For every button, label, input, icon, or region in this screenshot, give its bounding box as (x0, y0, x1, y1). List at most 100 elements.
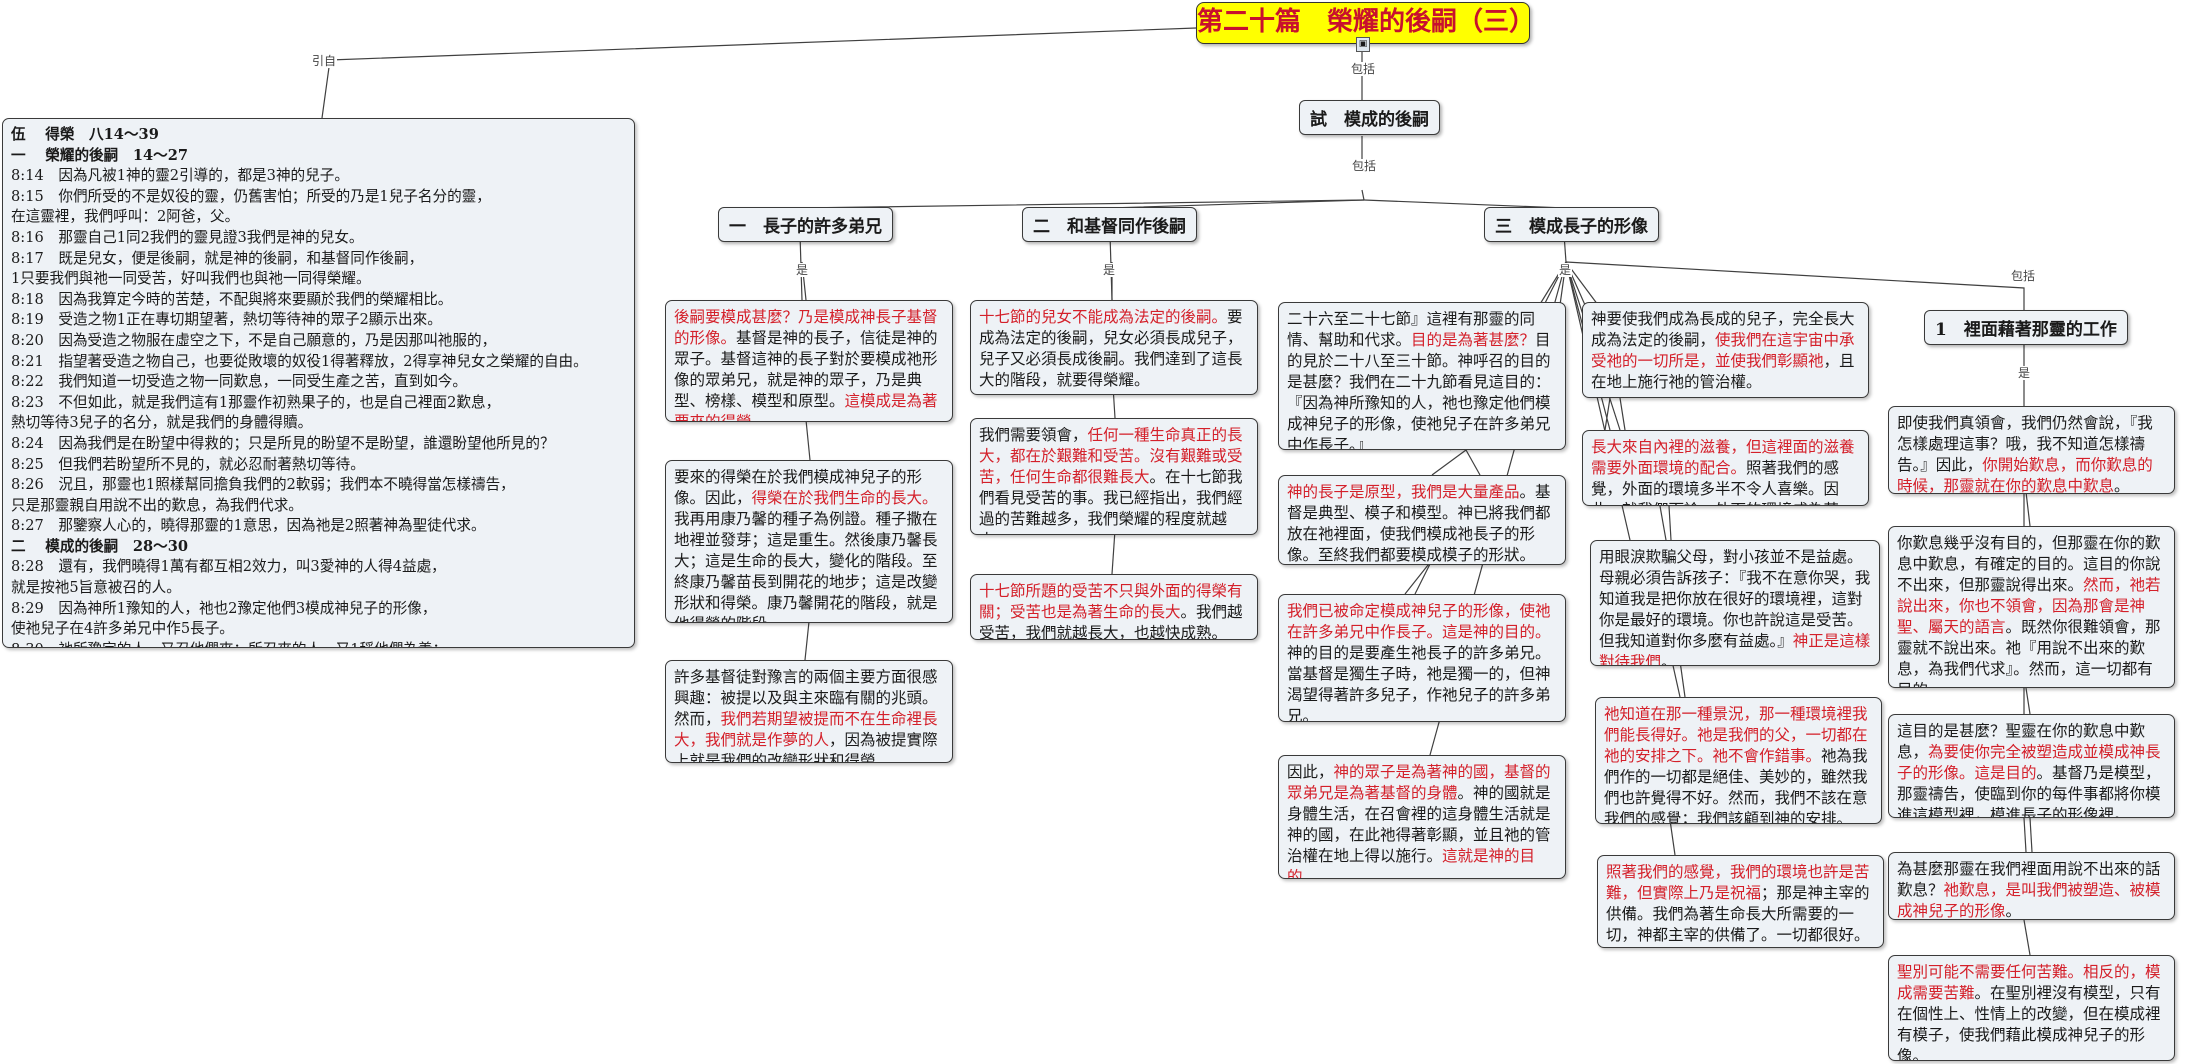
reference-line: 8:27 那鑒察人心的，曉得那靈的1意思，因為祂是2照著神為聖徒代求。 (11, 517, 486, 535)
reference-line: 8:15 你們所受的不是奴役的靈，仍舊害怕；所受的乃是1兒子名分的靈， (11, 187, 491, 205)
note-card[interactable]: 我們已被命定模成神兒子的形像，使祂在許多弟兄中作長子。這是神的目的。神的目的是要… (1278, 594, 1566, 722)
reference-line: 8:18 因為我算定今時的苦楚，不配與將來要顯於我們的榮耀相比。 (11, 290, 453, 308)
note-card[interactable]: 長大來自內裡的滋養，但這裡面的滋養需要外面環境的配合。照著我們的感覺，外面的環境… (1582, 430, 1869, 506)
note-card[interactable]: 你歎息幾乎沒有目的，但那靈在你的歎息中歎息，有確定的目的。這目的你說不出來，但那… (1888, 526, 2175, 688)
note-text: 因此， (1287, 763, 1334, 781)
reference-line: 二 模成的後嗣 28～30 (11, 537, 189, 555)
highlight-text: 後嗣要模成甚麼？乃是模成神長子基督的形像。 (674, 308, 938, 347)
note-text: 祂為我們作的一切都是絕佳、美妙的，雖然我們也許覺得不好。然而，我們不該在意我們的… (1604, 747, 1868, 824)
note-text: 目的見於二十八至三十節。神呼召的目的是甚麼？我們在二十九節看見這目的：『因為神所… (1287, 331, 1551, 450)
highlight-text: 我們若期望被提而不在生命裡長大，我們就是作夢的人 (674, 710, 938, 749)
note-text: 。神的國就是身體生活，在召會裡的這身體生活就是神的國，在此祂得著彰顯，並且祂的管… (1287, 784, 1551, 865)
note-text: 基督是神的長子，信徒是神的眾子。基督這神的長子對於要模成祂形像的眾弟兄，就是神的… (674, 329, 938, 410)
branch-elder-brothers[interactable]: 一 長子的許多弟兄 (718, 207, 893, 242)
note-text: 。既然你很難領會，那靈就不說出來。祂『用說不出來的歎息，為我們代求』。然而，這一… (1897, 618, 2161, 687)
main-topic[interactable]: 試 模成的後嗣 (1299, 100, 1440, 135)
note-text: 要成為法定的後嗣，兒女必須長成兒子，兒子又必須長成後嗣。我們達到了這長大的階段，… (979, 308, 1243, 389)
note-text: ，因為被提實際上就是我們的改變形狀和得榮。 (674, 731, 938, 763)
reference-line: 8:23 不但如此，就是我們這有1那靈作初熟果子的，也是自己裡面2歎息， (11, 393, 501, 411)
note-text: 照著我們的感覺，外面的環境多半不令人喜樂。因此，就我們而論，外面的環境成為苦難。 (1591, 459, 1840, 505)
highlight-text: 祂知道在那一種景況，那一種環境裡我們能長得好。祂是我們的父，一切都在祂的安排之下… (1604, 705, 1868, 765)
note-text: 。基督是典型、模子和模型。神已將我們都放在祂裡面，使我們模成祂長子的形像。至終我… (1287, 483, 1551, 564)
note-text: 神要使我們成為長成的兒子，完全長大成為法定的後嗣， (1591, 310, 1855, 349)
reference-line: 熱切等待3兒子的名分，就是我們的身體得贖。 (11, 414, 313, 432)
note-card[interactable]: 許多基督徒對豫言的兩個主要方面很感興趣：被提以及與主來臨有關的兆頭。然而，我們若… (665, 660, 953, 763)
reference-line: 在這靈裡，我們呼叫：2阿爸，父。 (11, 208, 240, 226)
branch-conformed-image[interactable]: 三 模成長子的形像 (1484, 207, 1659, 242)
highlight-text: 神正是這樣對待我們 (1599, 632, 1871, 666)
highlight-text: 十七節的兒女不能成為法定的後嗣。 (979, 308, 1228, 326)
note-card[interactable]: 照著我們的感覺，我們的環境也許是苦難，但實際上乃是祝福；那是神主宰的供備。我們為… (1597, 855, 1884, 948)
label-bao-kuo-2: 包括 (1351, 159, 1378, 173)
note-card[interactable]: 用眼淚欺騙父母，對小孩並不是益處。母親必須告訴孩子：『我不在意你哭，我知道我是把… (1590, 540, 1880, 666)
reference-line: 8:20 因為受造之物服在虛空之下，不是自己願意的，乃是因那叫祂服的， (11, 331, 497, 349)
highlight-text: 照著我們的感覺，我們的環境也許是苦難，但實際上乃是祝福 (1606, 863, 1870, 902)
note-text: ；那是神主宰的供備。我們為著生命長大所需要的一切，神都主宰的供備了。一切都很好。 (1606, 884, 1870, 944)
note-card[interactable]: 神的長子是原型，我們是大量產品。基督是典型、模子和模型。神已將我們都放在祂裡面，… (1278, 475, 1566, 565)
note-card[interactable]: 因此，神的眾子是為著神的國，基督的眾弟兄是為著基督的身體。神的國就是身體生活，在… (1278, 755, 1566, 879)
label-bao-kuo: 包括 (1350, 62, 1377, 76)
note-card[interactable]: 即使我們真領會，我們仍然會說，『我怎樣處理這事？哦，我不知道怎樣禱告。』因此，你… (1888, 406, 2175, 494)
highlight-text: 神的長子是原型，我們是大量產品 (1287, 483, 1520, 501)
note-text: 用眼淚欺騙父母，對小孩並不是益處。母親必須告訴孩子：『我不在意你哭，我知道我是把… (1599, 548, 1871, 650)
reference-line: 8:21 指望著受造之物自己，也要從敗壞的奴役1得著釋放，2得享神兒女之榮耀的自… (11, 352, 588, 370)
reference-line: 伍 得榮 八14～39 (11, 126, 159, 143)
note-card[interactable]: 我們需要領會，任何一種生命真正的長大，都在於艱難和受苦。沒有艱難或受苦，任何生命… (970, 418, 1258, 535)
note-text: 我再用康乃馨的種子為例證。種子撒在地裡並發芽；這是重生。然後康乃馨長大；這是生命… (674, 510, 938, 622)
note-text: 。我們越受苦，我們就越長大，也越快成熟。 (979, 603, 1243, 640)
reference-line: 就是按祂5旨意被召的人。 (11, 579, 181, 597)
reference-line: 8:30 祂所豫定的人，又召他們來；所召來的人，又1稱他們為義； (11, 640, 626, 647)
note-text: 我們需要領會， (979, 426, 1088, 444)
highlight-text: 祂歎息，是叫我們被塑造、被模成神兒子的形像 (1897, 881, 2161, 920)
highlight-text: 這模成是為著要來的得榮。 (674, 392, 938, 422)
note-card[interactable]: 二十六至二十七節』這裡有那靈的同情、幫助和代求。目的是為著甚麼？目的見於二十八至… (1278, 302, 1566, 450)
reference-line: 8:25 但我們若盼望所不見的，就必忍耐著熱切等待。 (11, 455, 365, 473)
highlight-text: 長大來自內裡的滋養，但這裡面的滋養需要外面環境的配合。 (1591, 438, 1855, 477)
note-text: 。在聖別裡沒有模型，只有在個性上、性情上的改變，但在模成裡有模子，使我們藉此模成… (1897, 984, 2161, 1061)
note-text: 。 (1661, 653, 1677, 666)
reference-line: 8:14 因為凡被1神的靈2引導的，都是3神的兒子。 (11, 167, 349, 185)
reference-line: 1只要我們與祂一同受苦，好叫我們也與祂一同得榮耀。 (11, 270, 371, 288)
note-text: 要來的得榮在於我們模成神兒子的形像。因此， (674, 468, 923, 507)
note-card[interactable]: 為甚麼那靈在我們裡面用說不出來的話歎息？祂歎息，是叫我們被塑造、被模成神兒子的形… (1888, 852, 2175, 920)
note-text: 即使我們真領會，我們仍然會說，『我怎樣處理這事？哦，我不知道怎樣禱告。』因此， (1897, 414, 2153, 474)
highlight-text: 聖別可能不需要任何苦難。相反的，模成需要苦難 (1897, 963, 2161, 1002)
reference-line: 8:16 那靈自己1同2我們的靈見證3我們是神的兒女。 (11, 228, 364, 246)
note-card[interactable]: 十七節的兒女不能成為法定的後嗣。要成為法定的後嗣，兒女必須長成兒子，兒子又必須長… (970, 300, 1258, 395)
label-shi-3: 是 (1558, 263, 1573, 277)
scripture-reference[interactable]: 伍 得榮 八14～39 一 榮耀的後嗣 14～27 8:14 因為凡被1神的靈2引導… (2, 118, 635, 648)
label-bao-kuo-3: 包括 (2010, 269, 2037, 283)
reference-line: 8:17 既是兒女，便是後嗣，就是神的後嗣，和基督同作後嗣， (11, 249, 424, 267)
note-card[interactable]: 聖別可能不需要任何苦難。相反的，模成需要苦難。在聖別裡沒有模型，只有在個性上、性… (1888, 955, 2175, 1061)
label-shi-4: 是 (2017, 366, 2032, 380)
reference-line: 只是那靈親自用說不出的歎息，為我們代求。 (11, 496, 303, 514)
branch-inner-spirit-work[interactable]: 1 裡面藉著那靈的工作 (1924, 310, 2128, 345)
note-card[interactable]: 後嗣要模成甚麼？乃是模成神長子基督的形像。基督是神的長子，信徒是神的眾子。基督這… (665, 300, 953, 422)
highlight-text: 為要使你完全被塑造成並模成神長子的形像。這是目的 (1897, 743, 2161, 782)
reference-line: 8:22 我們知道一切受造之物一同歎息，一同受生產之苦，直到如今。 (11, 373, 467, 391)
note-text: 。基督乃是模型，那靈禱告，使臨到你的每件事都將你模進這模型裡，模進長子的形像裡。 (1897, 764, 2161, 818)
note-text: 。 (2114, 477, 2130, 494)
note-text: 。在十七節我們看見受苦的事。我已經指出，我們經過的苦難越多，我們榮耀的程度就越大… (979, 468, 1243, 534)
highlight-text: 這就是神的目的 (1287, 847, 1536, 879)
note-card[interactable]: 祂知道在那一種景況，那一種環境裡我們能長得好。祂是我們的父，一切都在祂的安排之下… (1595, 697, 1882, 824)
note-text: 。 (1302, 868, 1319, 879)
note-text: ，且在地上施行祂的管治權。 (1591, 352, 1855, 391)
note-card[interactable]: 這目的是甚麼？聖靈在你的歎息中歎息，為要使你完全被塑造成並模成神長子的形像。這是… (1888, 714, 2175, 818)
branch-co-heirs[interactable]: 二 和基督同作後嗣 (1022, 207, 1197, 242)
note-card[interactable]: 要來的得榮在於我們模成神兒子的形像。因此，得榮在於我們生命的長大。我再用康乃馨的… (665, 460, 953, 623)
reference-line: 使祂兒子在4許多弟兄中作5長子。 (11, 620, 234, 638)
highlight-text: 目的是為著甚麼？ (1411, 331, 1536, 349)
reference-line: 一 榮耀的後嗣 14～27 (11, 146, 189, 164)
note-text: 。 (2005, 902, 2022, 920)
reference-line: 8:28 還有，我們曉得1萬有都互相2效力，叫3愛神的人得4益處， (11, 558, 446, 576)
note-card[interactable]: 神要使我們成為長成的兒子，完全長大成為法定的後嗣，使我們在這宇宙中承受祂的一切所… (1582, 302, 1869, 398)
reference-line: 8:26 況且，那靈也1照樣幫同擔負我們的2軟弱；我們本不曉得當怎樣禱告， (11, 476, 515, 494)
note-text: 你歎息幾乎沒有目的，但那靈在你的歎息中歎息，有確定的目的。這目的你說不出來，但那… (1897, 534, 2161, 594)
highlight-text: 使我們在這宇宙中承受祂的一切所是，並使我們彰顯祂 (1591, 331, 1855, 370)
note-card[interactable]: 十七節所題的受苦不只與外面的得榮有關；受苦也是為著生命的長大。我們越受苦，我們就… (970, 574, 1258, 640)
note-text: 為甚麼那靈在我們裡面用說不出來的話歎息？ (1897, 860, 2161, 899)
note-icon[interactable]: ▣ (1356, 37, 1370, 52)
note-text: 二十六至二十七節』這裡有那靈的同情、幫助和代求。 (1287, 310, 1536, 349)
reference-line: 8:19 受造之物1正在專切期望著，熱切等待神的眾子2顯示出來。 (11, 311, 442, 329)
